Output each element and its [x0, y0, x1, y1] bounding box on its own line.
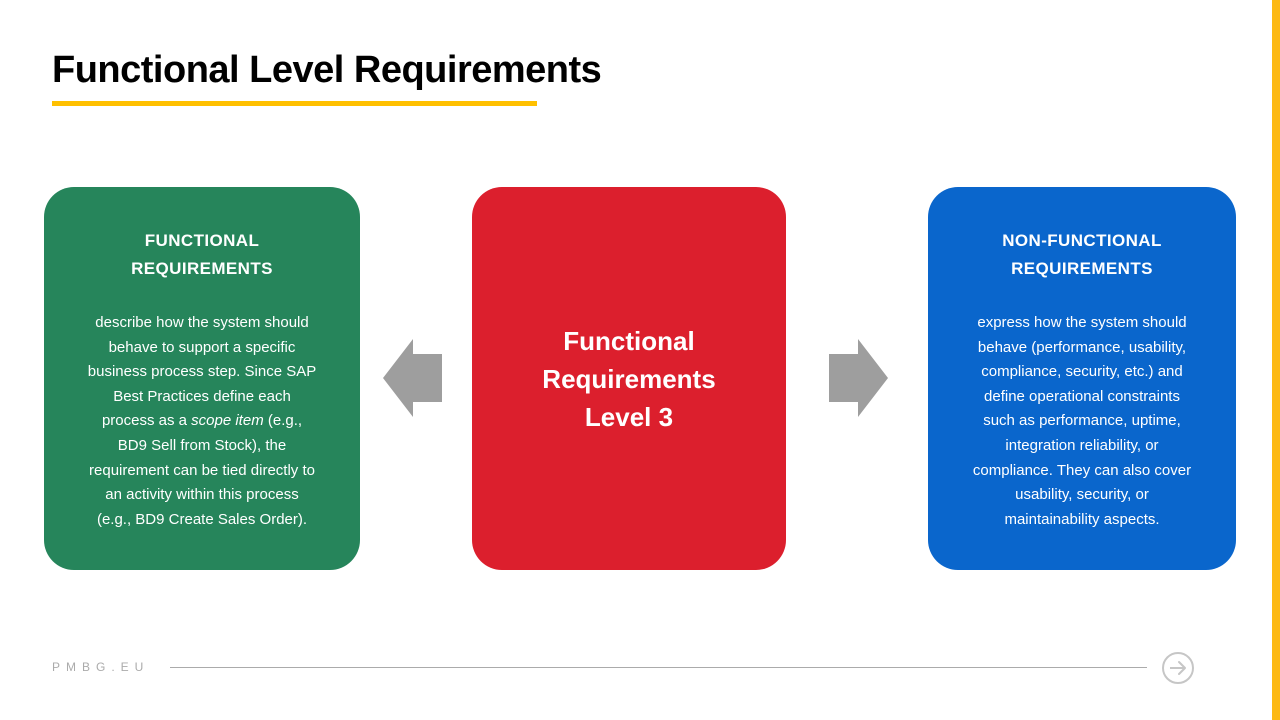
title-underline [52, 101, 537, 106]
functional-body-prefix: describe how the system should behave to… [87, 314, 317, 430]
functional-card-heading: FUNCTIONAL REQUIREMENTS [131, 231, 273, 278]
functional-body-suffix: (e.g., BD9 Sell from Stock), the require… [89, 412, 315, 528]
block-arrow-left-icon [383, 338, 443, 418]
page-title: Functional Level Requirements [52, 49, 602, 91]
nonfunctional-requirements-card: NON-FUNCTIONAL REQUIREMENTS express how … [928, 187, 1236, 570]
footer-brand: PMBG.EU [52, 660, 150, 674]
functional-requirements-level3-card: Functional Requirements Level 3 [472, 187, 786, 570]
circle-arrow-right-icon[interactable] [1160, 650, 1196, 686]
functional-body-italic: scope item [191, 412, 264, 430]
center-card-label: Functional Requirements Level 3 [542, 325, 716, 432]
nonfunctional-card-body: express how the system should behave (pe… [972, 314, 1192, 528]
functional-requirements-card: FUNCTIONAL REQUIREMENTS describe how the… [44, 187, 360, 570]
nonfunctional-card-heading: NON-FUNCTIONAL REQUIREMENTS [1002, 231, 1162, 278]
footer-divider-line [170, 667, 1147, 668]
right-accent-bar [1272, 0, 1280, 720]
functional-card-body: describe how the system should behave to… [58, 311, 346, 532]
block-arrow-right-icon [828, 338, 888, 418]
